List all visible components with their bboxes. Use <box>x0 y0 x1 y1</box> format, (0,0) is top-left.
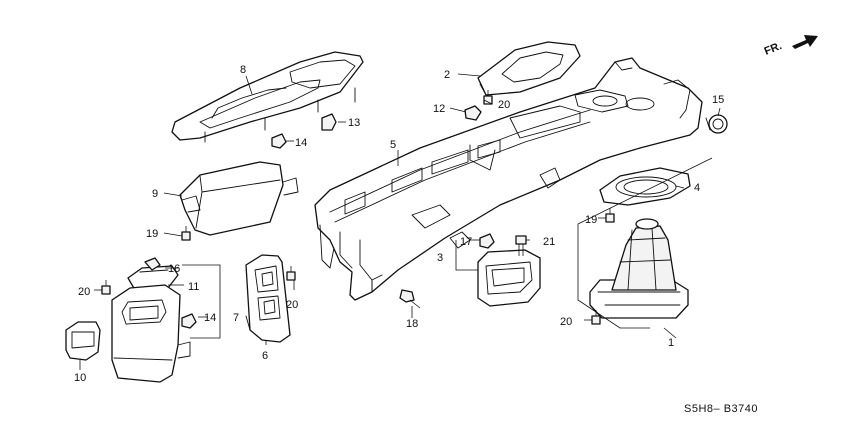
clip-12 <box>464 105 482 121</box>
bolt-18 <box>399 289 421 309</box>
callout-20-right: 20 <box>560 316 572 328</box>
group-bracket-1 <box>577 157 713 329</box>
center-console-body <box>314 57 703 301</box>
group-bracket-7 <box>182 264 221 339</box>
screw-20-left <box>101 280 111 295</box>
callout-12: 12 <box>433 103 445 115</box>
callout-10: 10 <box>74 372 86 384</box>
callout-15: 15 <box>712 94 724 106</box>
screw-19-right <box>605 208 615 223</box>
small-tray-10 <box>65 321 101 361</box>
callout-8: 8 <box>240 64 246 76</box>
screw-20-right <box>591 310 601 325</box>
callout-17: 17 <box>460 236 472 248</box>
bracket-6 <box>245 254 291 343</box>
clip-16 <box>144 257 161 271</box>
clip-13 <box>321 113 337 131</box>
callout-14-upper: 14 <box>295 137 307 149</box>
switch-panel-3 <box>477 249 541 307</box>
clip-14-upper <box>271 133 287 149</box>
grommet-15 <box>705 114 728 134</box>
screw-20-bracket <box>286 266 296 281</box>
clip-14-lower <box>181 313 197 329</box>
clip-17 <box>479 233 495 249</box>
callout-16: 16 <box>168 263 180 275</box>
callout-19-right: 19 <box>585 214 597 226</box>
callout-3: 3 <box>437 252 443 264</box>
callout-7: 7 <box>233 312 239 324</box>
callout-20-left: 20 <box>78 286 90 298</box>
callout-20-bracket: 20 <box>286 299 298 311</box>
callout-14-lower: 14 <box>204 312 216 324</box>
front-arrow-icon <box>792 35 818 49</box>
rear-console-cover <box>477 41 581 96</box>
callout-4: 4 <box>694 182 700 194</box>
leader-lines <box>79 73 721 370</box>
lower-cover <box>111 284 191 383</box>
front-direction-indicator: FR. <box>763 35 818 58</box>
shift-boot-assembly <box>589 218 689 319</box>
console-pocket <box>179 161 299 236</box>
callout-21: 21 <box>543 236 555 248</box>
callout-11: 11 <box>188 281 199 293</box>
callout-5: 5 <box>390 139 396 151</box>
callout-20-top: 20 <box>498 99 510 111</box>
callout-18: 18 <box>406 318 418 330</box>
callout-2: 2 <box>444 69 450 81</box>
screw-19-left <box>181 226 191 241</box>
bolt-21 <box>515 235 527 256</box>
callout-13: 13 <box>348 117 360 129</box>
callout-9: 9 <box>152 188 158 200</box>
diagram-code: S5H8– B3740 <box>684 403 758 415</box>
front-label: FR. <box>763 40 784 58</box>
callout-6: 6 <box>262 350 268 362</box>
shift-knob-ring-4 <box>599 167 691 206</box>
callout-1: 1 <box>668 337 674 349</box>
callout-19-left: 19 <box>146 228 158 240</box>
group-bracket-3 <box>455 240 478 271</box>
console-panel-upper <box>171 51 364 143</box>
